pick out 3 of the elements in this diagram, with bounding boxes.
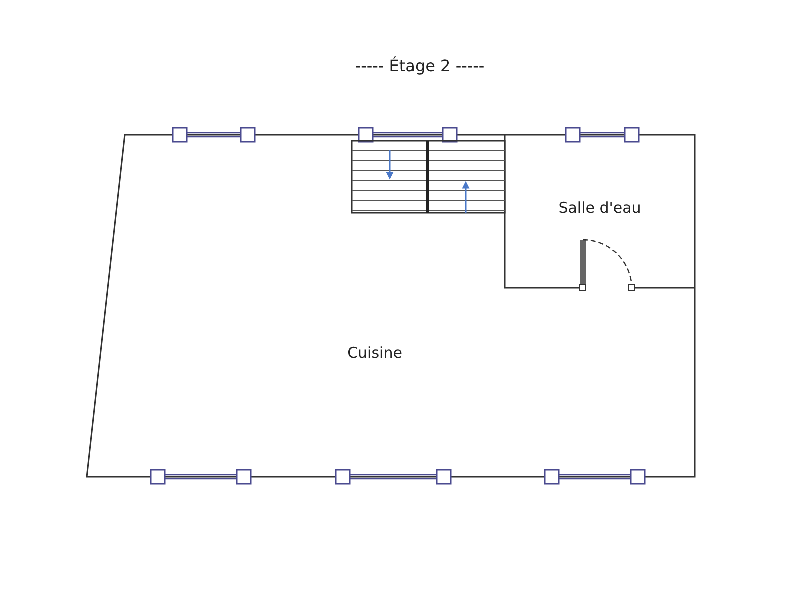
room-label: Cuisine: [348, 344, 402, 362]
floor-title: ----- Étage 2 -----: [355, 56, 485, 76]
room-label: Salle d'eau: [558, 199, 642, 217]
